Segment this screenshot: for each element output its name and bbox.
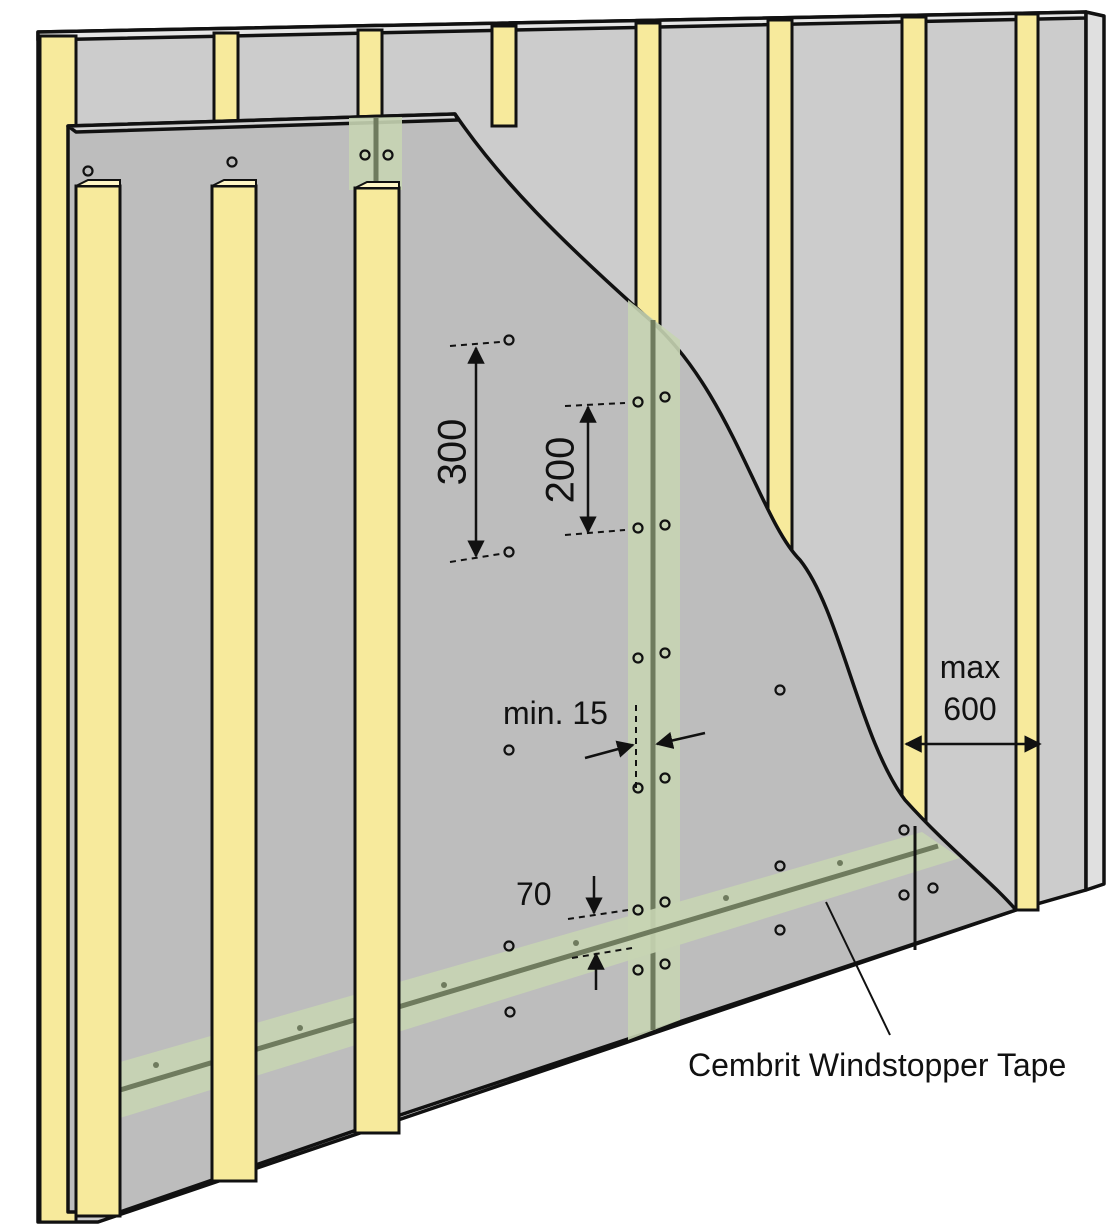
screw: [898, 889, 910, 901]
screw: [382, 149, 394, 161]
screw: [632, 904, 644, 916]
screw: [659, 896, 671, 908]
max-value-label: 600: [943, 691, 996, 727]
dimension-200-label: 200: [539, 437, 583, 504]
batten-top: [75, 179, 121, 187]
screw: [503, 744, 515, 756]
screw: [632, 782, 644, 794]
dimension-max600: max 600: [904, 649, 1042, 753]
dimension-300: 300: [431, 341, 501, 563]
screws: [82, 149, 939, 1018]
batten: [210, 184, 258, 1183]
stud: [766, 18, 794, 552]
screw: [927, 882, 939, 894]
dimension-min15: min. 15: [503, 695, 706, 790]
screw: [659, 391, 671, 403]
screw: [503, 546, 515, 558]
stud: [900, 15, 928, 827]
tape-dot: [837, 860, 843, 866]
screw: [503, 334, 515, 346]
screw: [898, 824, 910, 836]
battens: [74, 179, 401, 1218]
tape-dot: [723, 895, 729, 901]
tape-dot: [573, 940, 579, 946]
batten-top: [354, 181, 400, 189]
stud: [634, 21, 662, 335]
tape-dot: [297, 1025, 303, 1031]
screw: [774, 860, 786, 872]
stud: [490, 24, 518, 128]
max-label: max: [940, 649, 1000, 685]
tape-callout: Cembrit Windstopper Tape: [688, 901, 1066, 1083]
dimension-200: 200: [539, 402, 626, 536]
tape-label: Cembrit Windstopper Tape: [688, 1047, 1066, 1083]
screw: [359, 149, 371, 161]
screw: [226, 156, 238, 168]
stud: [1014, 12, 1040, 912]
screw: [659, 519, 671, 531]
screw: [774, 684, 786, 696]
wall-right-edge: [1084, 10, 1106, 892]
screw: [632, 964, 644, 976]
screw: [774, 924, 786, 936]
min15-label: min. 15: [503, 695, 608, 731]
screw: [659, 772, 671, 784]
dimension-70: 70: [516, 876, 633, 990]
screw: [659, 647, 671, 659]
screw: [659, 958, 671, 970]
tape-dots: [153, 860, 843, 1068]
board-face: [66, 112, 1018, 1214]
screw: [632, 522, 644, 534]
batten: [74, 184, 122, 1218]
dimension-70-label: 70: [516, 876, 552, 912]
screw: [503, 940, 515, 952]
tape-dot: [441, 982, 447, 988]
tape-dot: [153, 1062, 159, 1068]
screw: [504, 1006, 516, 1018]
screw: [632, 652, 644, 664]
stud: [212, 31, 240, 127]
batten: [353, 186, 401, 1135]
batten-top: [211, 179, 257, 187]
vertical-tape: [349, 117, 680, 1040]
dimension-300-label: 300: [431, 419, 475, 486]
stud: [356, 28, 384, 127]
screw: [82, 165, 94, 177]
screw: [632, 396, 644, 408]
